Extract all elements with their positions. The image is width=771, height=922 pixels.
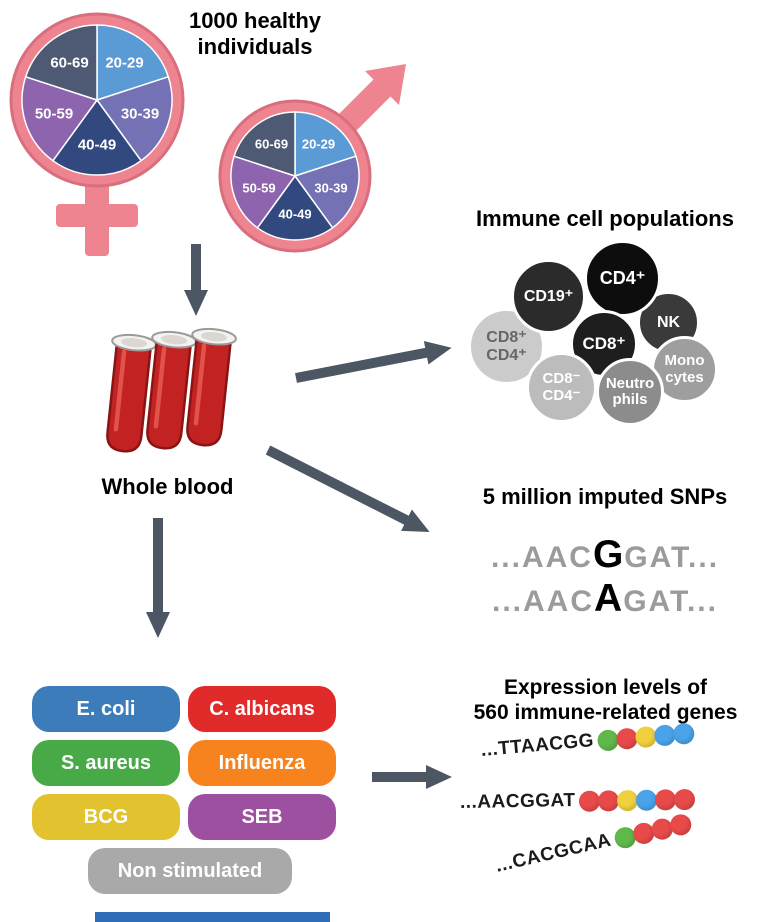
stimulus-label: C. albicans <box>209 697 315 720</box>
stimulus-bcg: BCG <box>32 794 180 840</box>
snp-sequence-line: ...AACGGAT... <box>440 533 770 577</box>
expression-bead-red <box>598 789 620 812</box>
age-label: 60-69 <box>50 55 88 72</box>
age-label: 50-59 <box>242 181 275 196</box>
stimulus-label: BCG <box>83 805 129 828</box>
pie-slice-20-29 <box>96 24 170 102</box>
stimulus-label: E. coli <box>76 697 136 720</box>
male-age-pie: 20-29 30-39 40-49 50-59 60-69 <box>230 111 360 241</box>
pie-slice-30-39 <box>95 75 173 162</box>
pie-slice-50-59 <box>21 75 99 162</box>
stimulus-ecoli: E. coli <box>32 686 180 732</box>
age-label: 40-49 <box>78 137 116 154</box>
pie-slice-40-49 <box>256 174 334 241</box>
stimulus-saureus: S. aureus <box>32 740 180 786</box>
cell-circle-cd8-cd4-dn: CD8⁻ CD4⁻ <box>526 352 597 423</box>
expression-bead-red <box>674 788 696 810</box>
expression-bead-blue <box>672 721 696 745</box>
snp-seq-prefix: ...AAC <box>490 541 593 574</box>
female-age-pie: 20-29 30-39 40-49 50-59 60-69 <box>21 24 173 176</box>
study-title: 1000 healthy individuals <box>188 8 322 59</box>
stimulus-label: Influenza <box>218 751 306 774</box>
pie-slice-60-69 <box>24 24 98 102</box>
expression-bead-red <box>579 790 601 812</box>
cropped-bottom-banner <box>95 912 330 922</box>
expression-sequence-row: ...AACGGAT <box>460 788 696 814</box>
female-symbol-crossbar <box>56 204 138 227</box>
stimulus-nonstimulated: Non stimulated <box>88 848 292 894</box>
pie-slice-30-39 <box>293 155 360 229</box>
expression-bead-blue <box>636 789 658 811</box>
age-label: 50-59 <box>35 106 73 123</box>
snp-seq-prefix: ...AAC <box>492 585 595 618</box>
cell-circle-cd19: CD19⁺ <box>511 259 586 334</box>
pie-slice-20-29 <box>294 111 357 178</box>
age-label: 60-69 <box>255 137 288 152</box>
stimulus-label: Non stimulated <box>117 859 263 882</box>
arrow-blood-to-snps <box>265 445 430 532</box>
snp-seq-suffix: GAT... <box>623 585 718 618</box>
snp-variant-allele: G <box>592 533 625 576</box>
pie-slice-60-69 <box>233 111 296 178</box>
whole-blood-label: Whole blood <box>101 474 234 499</box>
stimulus-calbicans: C. albicans <box>188 686 336 732</box>
female-symbol: 20-29 30-39 40-49 50-59 60-69 <box>9 12 185 256</box>
expression-bead-red <box>655 788 677 811</box>
age-label: 40-49 <box>278 207 311 222</box>
stimulus-seb: SEB <box>188 794 336 840</box>
expression-seq-text: ...AACGGAT <box>459 789 576 813</box>
arrow-blood-to-cells <box>295 340 452 383</box>
expression-title: Expression levels of 560 immune-related … <box>473 676 738 724</box>
stimulus-influenza: Influenza <box>188 740 336 786</box>
age-label: 30-39 <box>314 181 347 196</box>
snp-sequences: ...AACGGAT... ...AACAGAT... <box>440 533 770 621</box>
pie-slice-40-49 <box>51 98 143 176</box>
expression-bead-yellow <box>617 789 639 811</box>
cell-circle-neutrophils: Neutro phils <box>596 358 664 426</box>
snps-title: 5 million imputed SNPs <box>482 484 728 509</box>
age-label: 20-29 <box>302 137 335 152</box>
snp-variant-allele: A <box>594 577 624 620</box>
stimulus-label: SEB <box>241 805 283 828</box>
snp-seq-suffix: GAT... <box>624 541 720 574</box>
immune-cells-title: Immune cell populations <box>476 206 734 231</box>
blood-tubes <box>101 327 237 453</box>
male-symbol: 20-29 30-39 40-49 50-59 60-69 <box>218 64 406 253</box>
expression-bead-strip <box>579 788 696 812</box>
stimulus-label: S. aureus <box>60 751 152 774</box>
age-label: 20-29 <box>105 55 143 72</box>
snp-sequence-line: ...AACAGAT... <box>440 577 770 621</box>
cell-circle-cd4: CD4⁺ <box>584 240 661 317</box>
age-label: 30-39 <box>121 106 159 123</box>
pie-slice-50-59 <box>230 155 297 229</box>
